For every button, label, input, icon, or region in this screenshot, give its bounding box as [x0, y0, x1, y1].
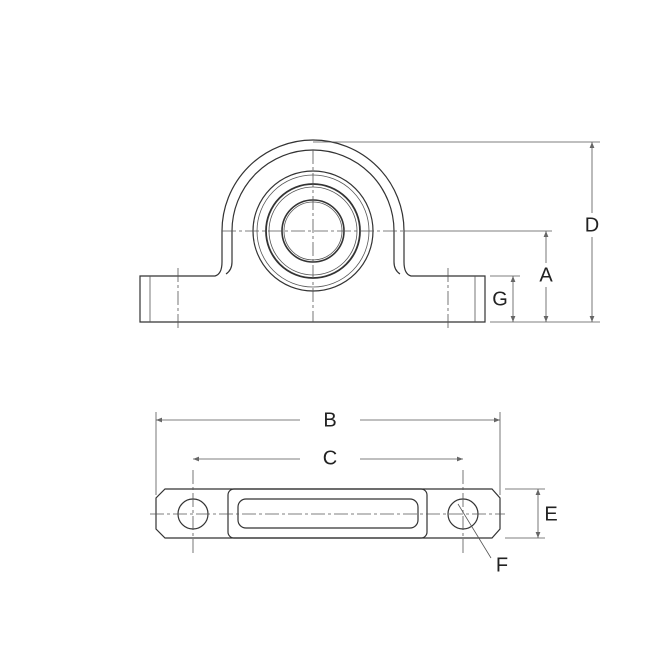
front-view: D A G [139, 139, 602, 330]
label-g: G [492, 288, 508, 310]
label-b: B [323, 409, 336, 431]
label-a: A [539, 264, 553, 286]
bottom-view: B C E F [150, 408, 558, 576]
base-outline [155, 488, 501, 539]
housing-inner-arc [225, 149, 401, 275]
housing-outline [139, 139, 486, 323]
housing-footprint [227, 488, 428, 539]
leader-f [457, 503, 492, 559]
label-f: F [496, 554, 508, 576]
label-e: E [544, 503, 557, 525]
housing-recess [237, 498, 419, 529]
label-d: D [585, 214, 599, 236]
label-c: C [323, 447, 337, 469]
